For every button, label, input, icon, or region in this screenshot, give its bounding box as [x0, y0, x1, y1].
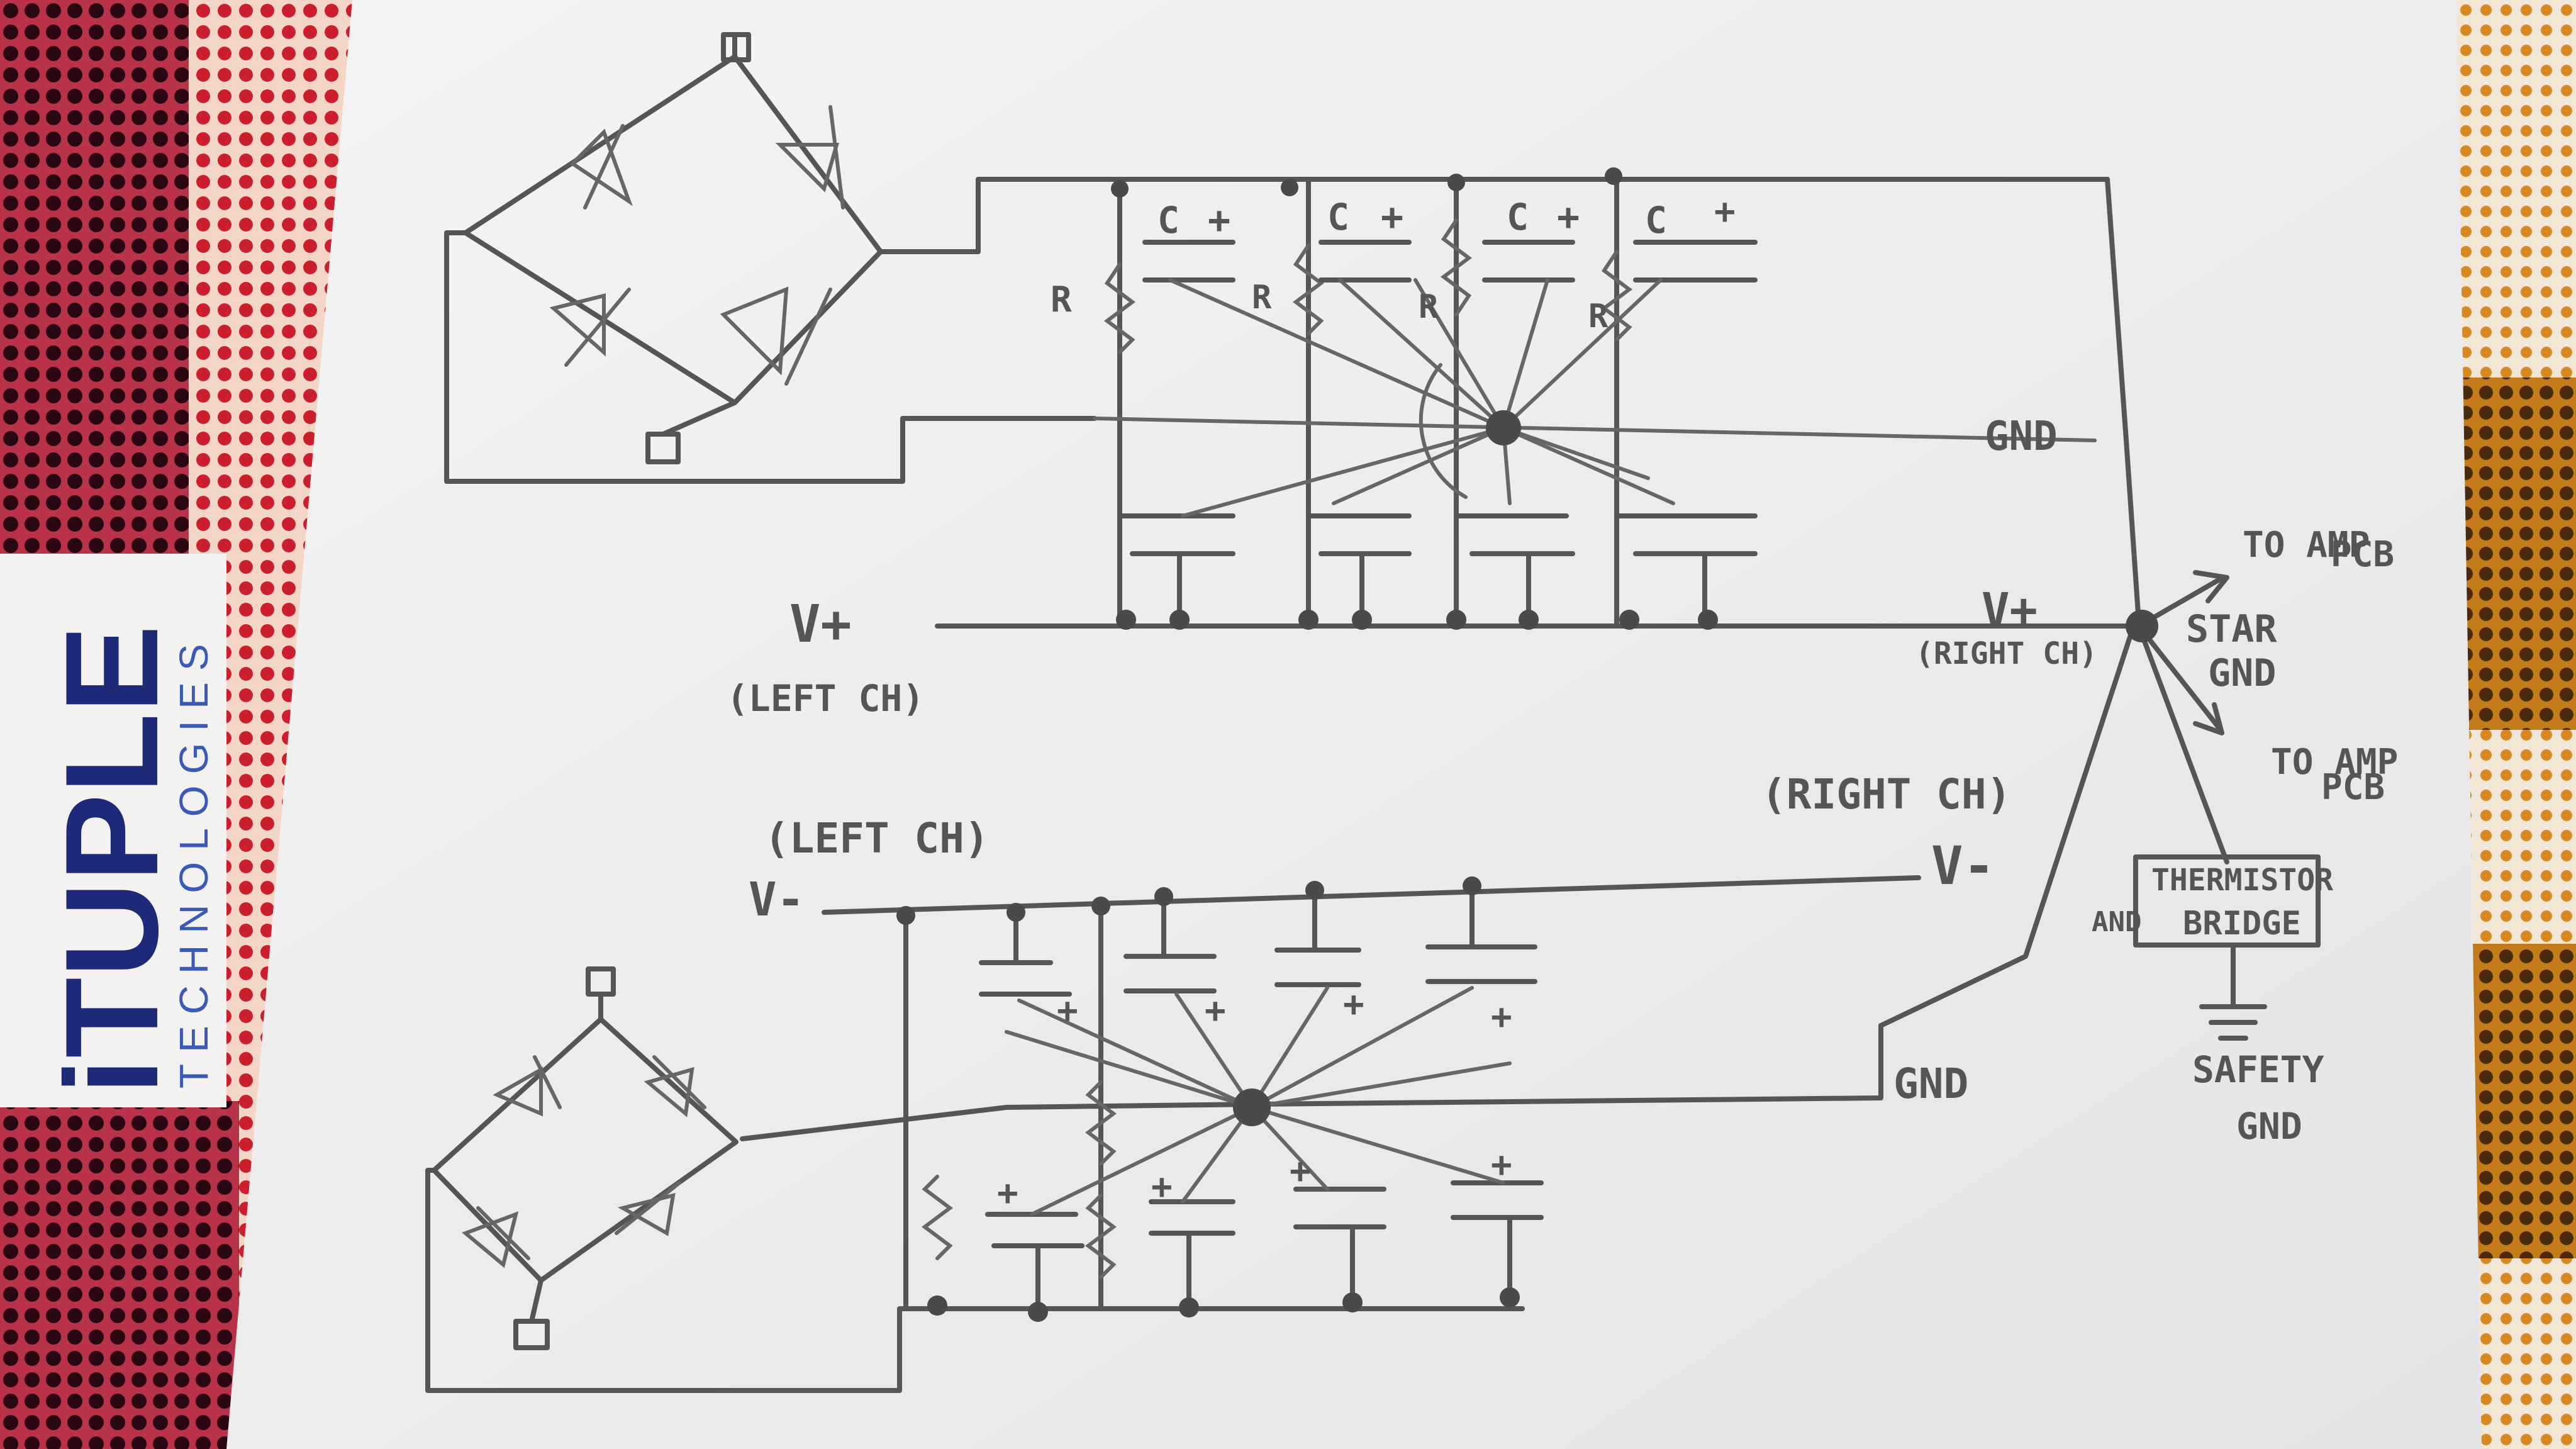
label-upper-v-plus-right: V+	[1982, 583, 2038, 637]
upper-rectifier-bridge	[444, 32, 2110, 484]
label-c-4: C	[1645, 199, 1667, 242]
label-plus-c3: +	[1557, 195, 1580, 239]
thermistor-bridge-box	[2133, 854, 2321, 948]
paper-sheet	[226, 0, 2482, 1449]
label-r-1: R	[1051, 279, 1072, 320]
label-lower-v-minus-left: V-	[749, 873, 805, 927]
label-upper-left-ch: (LEFT CH)	[727, 677, 924, 720]
label-to-amp-2a: TO AMP	[2271, 742, 2398, 783]
label-star-gnd-a: STAR	[2186, 607, 2277, 651]
label-to-amp-1a: TO AMP	[2243, 525, 2370, 566]
label-lower-left-ch: (LEFT CH)	[764, 814, 990, 863]
lower-rectifier-bridge	[425, 627, 2135, 1393]
label-plus-c4: +	[1714, 191, 1736, 232]
label-plus-c1: +	[1208, 198, 1230, 242]
label-to-amp-1b: PCB	[2331, 534, 2394, 575]
label-upper-v-plus-left: V+	[789, 595, 852, 654]
label-lower-v-minus-right: V-	[1931, 835, 1995, 897]
label-c-3: C	[1507, 196, 1529, 238]
label-thermistor-b: BRIDGE	[2183, 905, 2301, 943]
label-lower-gnd: GND	[1893, 1060, 1968, 1108]
label-lower-plus-2: +	[1205, 990, 1226, 1031]
label-lower-plus-5: +	[997, 1173, 1018, 1214]
label-lower-right-ch: (RIGHT CH)	[1761, 770, 2011, 819]
label-lower-plus-6: +	[1151, 1166, 1173, 1207]
label-r-4: R	[1588, 298, 1609, 335]
label-lower-plus-1: +	[1057, 990, 1078, 1031]
brand-logo-main: iTUPLE	[38, 625, 186, 1095]
label-to-amp-2b: PCB	[2321, 767, 2385, 808]
label-lower-plus-7: +	[1290, 1151, 1311, 1192]
label-r-2: R	[1252, 279, 1272, 316]
label-lower-plus-4: +	[1491, 997, 1512, 1038]
label-safety-gnd-a: SAFETY	[2192, 1048, 2324, 1091]
upper-filter-bank	[935, 167, 2141, 630]
brand-logo-sub: TECHNOLOGIES	[171, 632, 216, 1088]
schematic-labels: R R R R C + C + C + C + GND V+ (LEFT CH)…	[727, 191, 2398, 1214]
label-star-gnd-b: GND	[2208, 651, 2276, 695]
label-upper-gnd: GND	[1985, 413, 2058, 460]
label-thermistor-a: THERMISTOR	[2151, 863, 2333, 898]
label-upper-right-ch: (RIGHT CH)	[1915, 636, 2097, 671]
lower-filter-bank	[822, 875, 1921, 1322]
star-ground-network	[2105, 177, 2321, 1041]
label-lower-plus-3: +	[1343, 984, 1364, 1025]
label-plus-c2: +	[1381, 195, 1403, 239]
label-safety-gnd-b: GND	[2236, 1105, 2302, 1148]
label-r-3: R	[1419, 288, 1439, 326]
label-c-1: C	[1157, 199, 1179, 242]
label-c-2: C	[1327, 196, 1349, 238]
label-lower-plus-8: +	[1491, 1144, 1512, 1185]
label-thermistor-and: AND	[2092, 906, 2141, 938]
